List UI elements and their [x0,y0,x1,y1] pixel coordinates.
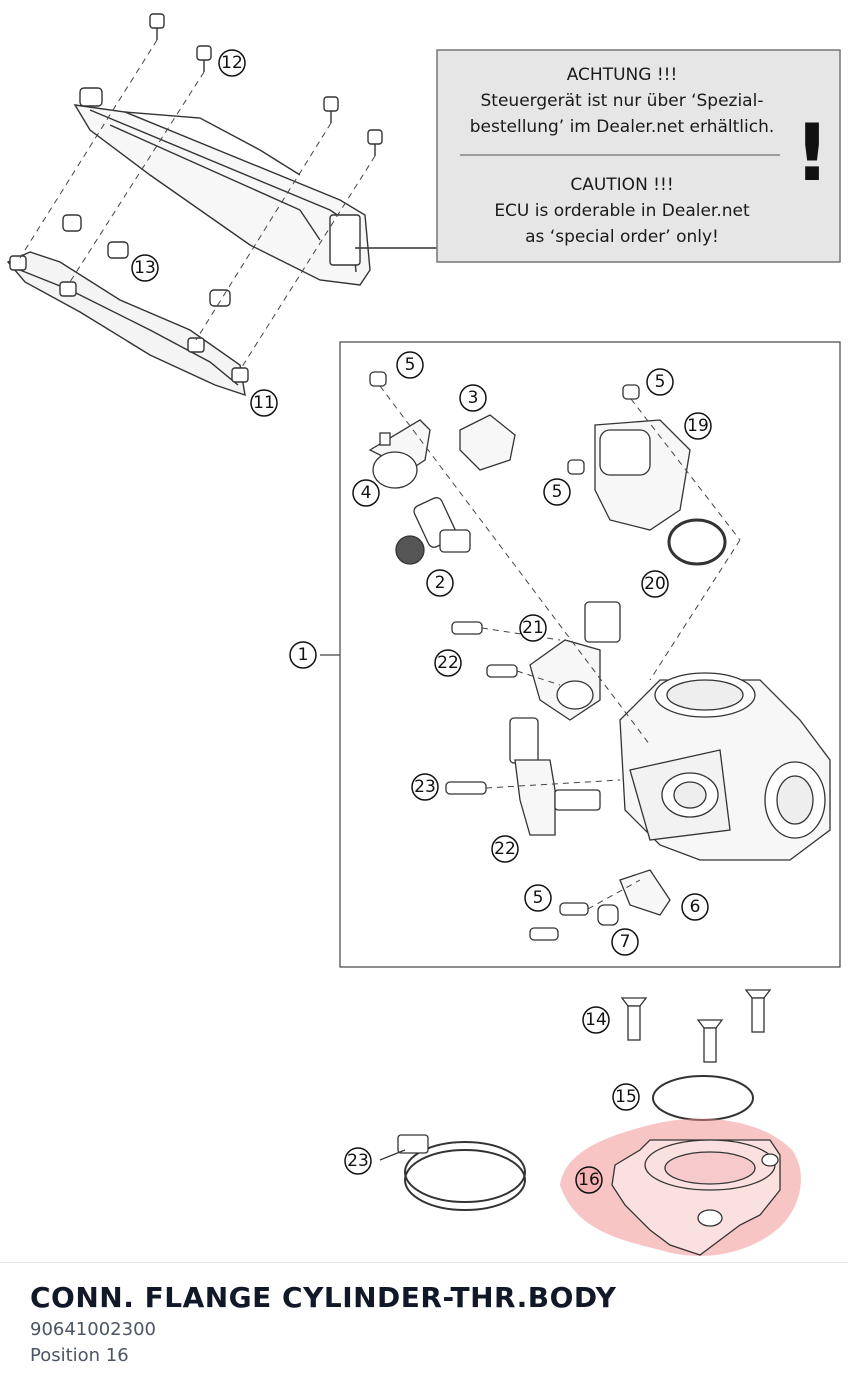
svg-text:5: 5 [552,482,563,502]
warning-en-line1: ECU is orderable in Dealer.net [494,201,750,221]
svg-text:20: 20 [644,574,666,594]
callout-6[interactable]: 6 [681,893,709,921]
exclamation-icon: ! [794,109,830,199]
svg-text:5: 5 [405,355,416,375]
ecu-screws [9,13,383,383]
callout-5d[interactable]: 5 [524,884,552,912]
callout-1[interactable]: 1 [289,641,317,669]
svg-text:13: 13 [134,258,156,278]
svg-text:5: 5 [655,372,666,392]
callout-12[interactable]: 12 [218,49,246,77]
callout-16[interactable]: 16 [575,1166,603,1194]
svg-text:4: 4 [361,483,372,503]
svg-text:5: 5 [533,888,544,908]
injector-2[interactable] [395,496,471,565]
svg-text:15: 15 [615,1087,637,1107]
cap-7[interactable] [597,904,619,926]
svg-text:16: 16 [578,1170,600,1190]
svg-text:21: 21 [522,618,544,638]
idle-valve-4[interactable] [368,419,431,489]
throttle-body-group[interactable] [320,341,841,968]
callout-2[interactable]: 2 [426,569,454,597]
svg-text:6: 6 [690,897,701,917]
svg-text:23: 23 [414,777,436,797]
callout-18[interactable]: 20 [641,570,669,598]
screws-14[interactable] [620,989,772,1063]
callout-22[interactable]: 23 [411,773,439,801]
callout-3[interactable]: 3 [459,384,487,412]
throttle-body-housing[interactable] [619,672,831,861]
callout-4[interactable]: 4 [352,479,380,507]
warning-de-line2: bestellung’ im Dealer.net erhältlich. [470,117,775,137]
callout-20[interactable]: 22 [434,649,462,677]
part-title: CONN. FLANGE CYLINDER-THR.BODY [30,1281,617,1314]
warning-de-line1: Steuergerät ist nur über ‘Spezial- [481,91,764,111]
svg-text:7: 7 [620,932,631,952]
warning-en-line2: as ‘special order’ only! [525,227,719,247]
callout-17[interactable]: 19 [684,412,712,440]
part-position: Position 16 [30,1345,129,1366]
throttle-sensor-21[interactable] [509,717,601,836]
callout-21[interactable]: 22 [491,835,519,863]
part-number: 90641002300 [30,1319,156,1340]
plate-6[interactable] [619,869,671,916]
svg-text:3: 3 [468,388,479,408]
ecu-assembly[interactable] [6,13,437,397]
diagram-canvas: ACHTUNG !!! Steuergerät ist nur über ‘Sp… [6,13,841,1256]
svg-text:22: 22 [437,653,459,673]
callout-14[interactable]: 14 [582,1006,610,1034]
throttle-screws [369,371,640,941]
svg-text:22: 22 [494,839,516,859]
o-ring-15[interactable] [652,1075,754,1121]
svg-text:14: 14 [585,1010,607,1030]
svg-text:2: 2 [435,573,446,593]
warning-box: ACHTUNG !!! Steuergerät ist nur über ‘Sp… [436,49,841,263]
callout-19[interactable]: 21 [519,614,547,642]
svg-text:1: 1 [298,645,309,665]
callout-5c[interactable]: 5 [543,478,571,506]
svg-text:11: 11 [253,393,275,413]
callout-11[interactable]: 11 [250,389,278,417]
svg-text:19: 19 [687,416,709,436]
callout-13[interactable]: 13 [131,254,159,282]
o-ring-18[interactable] [667,518,727,566]
hose-clamp-23[interactable] [379,1134,526,1211]
highlighted-part-16[interactable] [560,1118,801,1256]
callout-15[interactable]: 15 [612,1083,640,1111]
callout-23[interactable]: 23 [344,1147,372,1175]
sensor-bracket-19[interactable] [529,601,621,721]
svg-text:12: 12 [221,53,243,73]
warning-en-title: CAUTION !!! [570,175,673,195]
svg-text:23: 23 [347,1151,369,1171]
part-info-panel: CONN. FLANGE CYLINDER-THR.BODY 906410023… [0,1262,848,1391]
callout-5b[interactable]: 5 [646,368,674,396]
callout-5a[interactable]: 5 [396,351,424,379]
clip-3[interactable] [459,414,516,471]
map-sensor-17[interactable] [594,419,691,531]
callout-7[interactable]: 7 [611,928,639,956]
warning-de-title: ACHTUNG !!! [567,65,678,85]
exploded-parts-diagram: ACHTUNG !!! Steuergerät ist nur über ‘Sp… [6,13,841,1256]
